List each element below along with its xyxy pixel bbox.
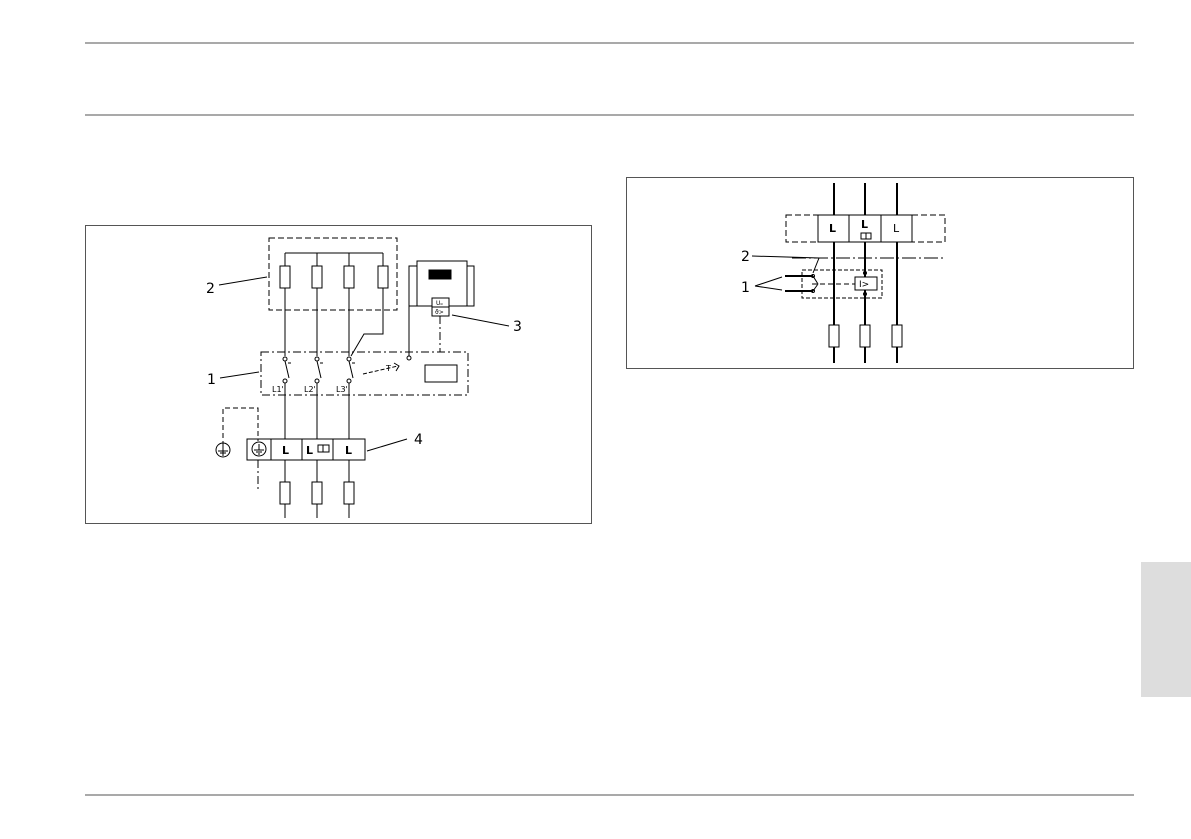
sensor-bulb xyxy=(429,270,451,279)
contactor-coil xyxy=(425,365,457,382)
terminal-label: L xyxy=(306,444,313,457)
callout-2: 2 xyxy=(206,281,215,297)
figure-left: 2 1 3 4 L1' L2' L3' L L L Uₒ ϑ> T xyxy=(85,225,592,524)
chapter-tab xyxy=(1141,562,1191,697)
callout-3: 3 xyxy=(513,319,522,335)
phase-label-l2: L2' xyxy=(304,385,316,394)
callout-2: 2 xyxy=(741,249,750,265)
terminal-label: L xyxy=(893,222,900,235)
heater-element xyxy=(280,266,290,288)
terminal-label: L xyxy=(861,218,868,231)
header-rule-top xyxy=(85,42,1134,44)
terminal-label: L xyxy=(282,444,289,457)
phase-label-l3: L3' xyxy=(336,385,348,394)
footer-rule xyxy=(85,794,1134,796)
callout-1: 1 xyxy=(207,372,216,388)
heater-element xyxy=(312,266,322,288)
fuse xyxy=(312,482,322,504)
fuse xyxy=(344,482,354,504)
callout-4: 4 xyxy=(414,432,423,448)
relay-label: I> xyxy=(859,280,869,290)
header-rule-bottom xyxy=(85,114,1134,116)
figure-right: 2 1 L L L I> xyxy=(626,177,1134,369)
fuse xyxy=(829,325,839,347)
phase-label-l1: L1' xyxy=(272,385,284,394)
sensor-label: ϑ> xyxy=(435,309,444,316)
wiring-diagram-left: 2 1 3 4 L1' L2' L3' L L L Uₒ ϑ> T xyxy=(86,226,593,525)
terminal-label: L xyxy=(345,444,352,457)
heater-element xyxy=(378,266,388,288)
timer-label: T xyxy=(385,364,391,373)
fuse xyxy=(860,325,870,347)
sensor-label: Uₒ xyxy=(436,300,443,307)
wiring-diagram-right: 2 1 L L L I> xyxy=(627,178,1135,370)
heater-element xyxy=(344,266,354,288)
fuse xyxy=(280,482,290,504)
terminal-label: L xyxy=(829,222,836,235)
callout-1: 1 xyxy=(741,280,750,296)
fuse xyxy=(892,325,902,347)
